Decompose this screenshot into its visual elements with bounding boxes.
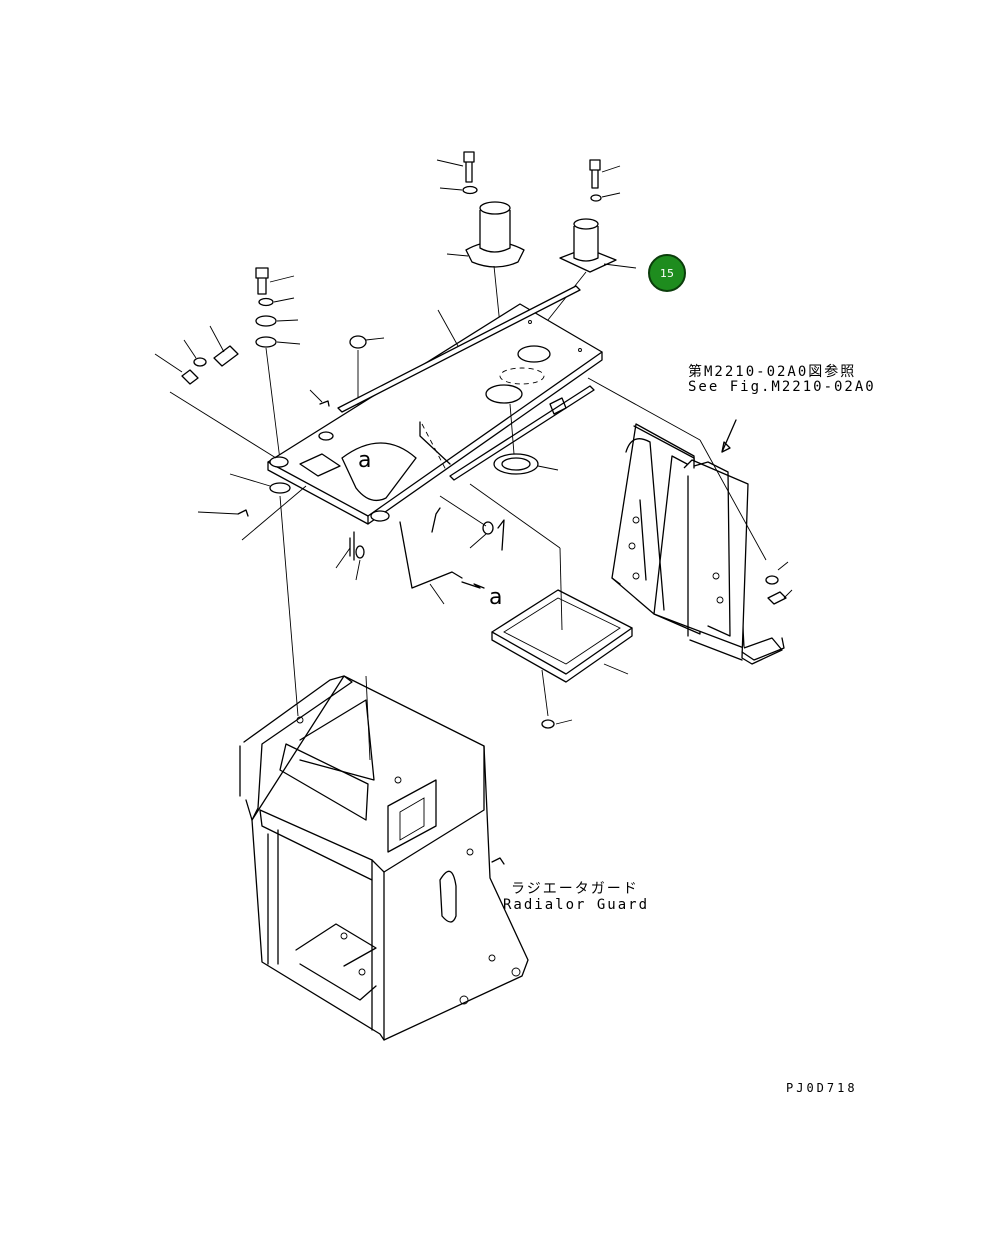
reference-figure-label-en: See Fig.M2210-02A0 [688,379,876,395]
long-support-bar [337,285,595,481]
left-bolt-washer-stack [255,267,301,461]
drawing-code: PJ0D718 [786,1081,858,1095]
sealing-ring [493,403,559,475]
right-frame-assembly [587,377,793,665]
left-washer-and-clips [169,389,330,541]
radiator-guard-label-en: Radialor Guard [503,897,650,913]
left-top-bolt-group [436,151,478,195]
top-cover-plate [267,303,603,525]
reference-figure-label-jp: 第M2210-02A0図参照 [688,364,857,380]
detail-mark-bottom: a [489,585,503,610]
pipe-bracket-assembly [335,495,505,605]
radiator-guard-label-jp: ラジエータガード [511,881,639,897]
detail-mark-top: a [358,448,372,473]
radiator-guard-body [239,495,529,1041]
part-callout-15[interactable]: 15 [648,254,686,292]
right-filter-housing [539,218,637,331]
side-bolt-and-nuts [154,325,239,385]
part-callout-number: 15 [660,266,674,280]
tray-panel [469,483,633,729]
right-top-bolt-group [589,159,621,202]
